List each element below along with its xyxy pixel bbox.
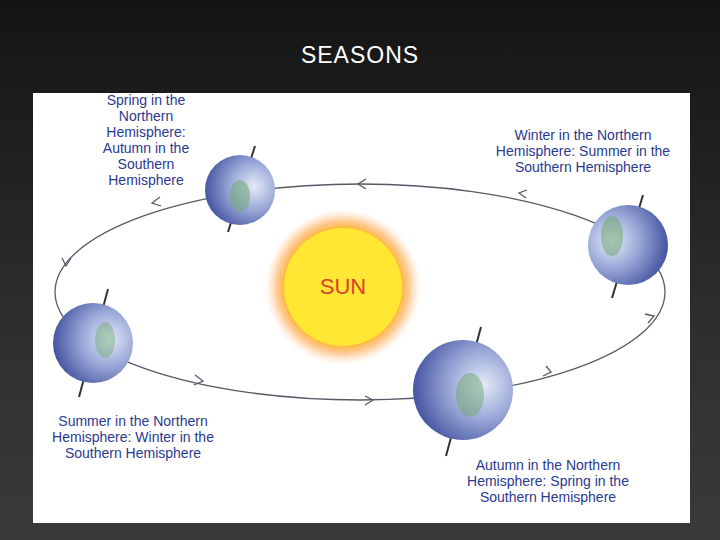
slide-title: SEASONS: [0, 42, 720, 69]
earth-globe: [413, 327, 513, 456]
label-holder: Winter in the Northern Hemisphere: Summe…: [493, 127, 673, 175]
sun-text-group: SUN: [283, 227, 403, 347]
season-label: Autumn in the Northern Hemisphere: Sprin…: [453, 457, 643, 505]
label-holder: Summer in the Northern Hemisphere: Winte…: [34, 413, 232, 461]
earth-globe: [53, 289, 133, 397]
season-label: Spring in the Northern Hemisphere: Autum…: [86, 92, 206, 188]
title-holder: SEASONS: [0, 42, 720, 69]
sun-circle: SUN: [283, 227, 403, 347]
season-label: Summer in the Northern Hemisphere: Winte…: [34, 413, 232, 461]
earth-globe: [588, 195, 668, 298]
orbit-arrows: [62, 179, 654, 405]
sun-glow: [265, 209, 421, 365]
label-holder: Autumn in the Northern Hemisphere: Sprin…: [453, 457, 643, 505]
sun-label: SUN: [320, 274, 366, 300]
season-label: Winter in the Northern Hemisphere: Summe…: [493, 127, 673, 175]
earth-globe: [205, 146, 275, 232]
label-holder: Spring in the Northern Hemisphere: Autum…: [86, 92, 206, 188]
orbit-line: [55, 184, 665, 400]
sun-disc: [284, 228, 402, 346]
